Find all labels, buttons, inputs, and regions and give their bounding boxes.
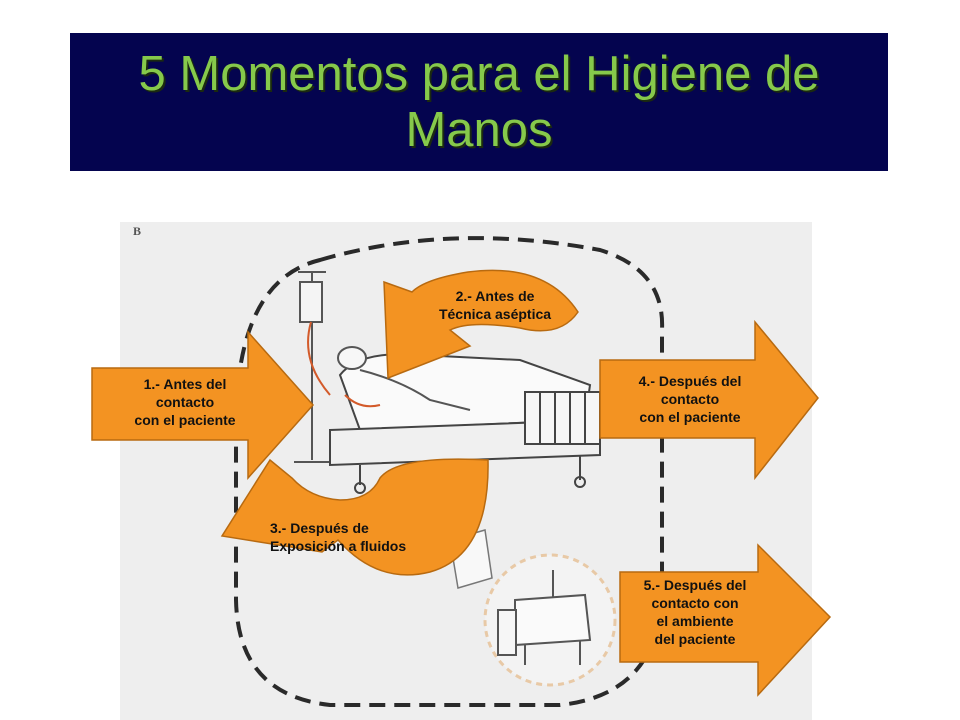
- moment-3-arrow: [220, 458, 489, 576]
- moment-3-label: 3.- Después de Exposición a fluidos: [270, 520, 407, 554]
- moment-4-label: 4.- Después del contacto con el paciente: [638, 373, 742, 425]
- moment-1-arrow: [91, 330, 315, 480]
- panel-letter: B: [133, 224, 142, 238]
- patient: [337, 346, 471, 411]
- hospital-bed: [329, 353, 601, 494]
- moment-5-arrow: [619, 543, 832, 697]
- iv-stand: [294, 271, 332, 463]
- moment-2-label: 2.- Antes de Técnica aséptica: [438, 288, 552, 322]
- moment-1-label: 1.- Antes del contacto con el paciente: [134, 376, 236, 428]
- title: 5 Momentos para el Higiene de Manos: [138, 47, 820, 157]
- moment-2-arrow: [383, 269, 579, 380]
- moment-5-label: 5.- Después del contacto con el ambiente…: [643, 577, 747, 647]
- environment-bed: [497, 570, 592, 665]
- title-banner: 5 Momentos para el Higiene de Manos: [70, 33, 888, 171]
- moment-4-arrow: [599, 319, 819, 481]
